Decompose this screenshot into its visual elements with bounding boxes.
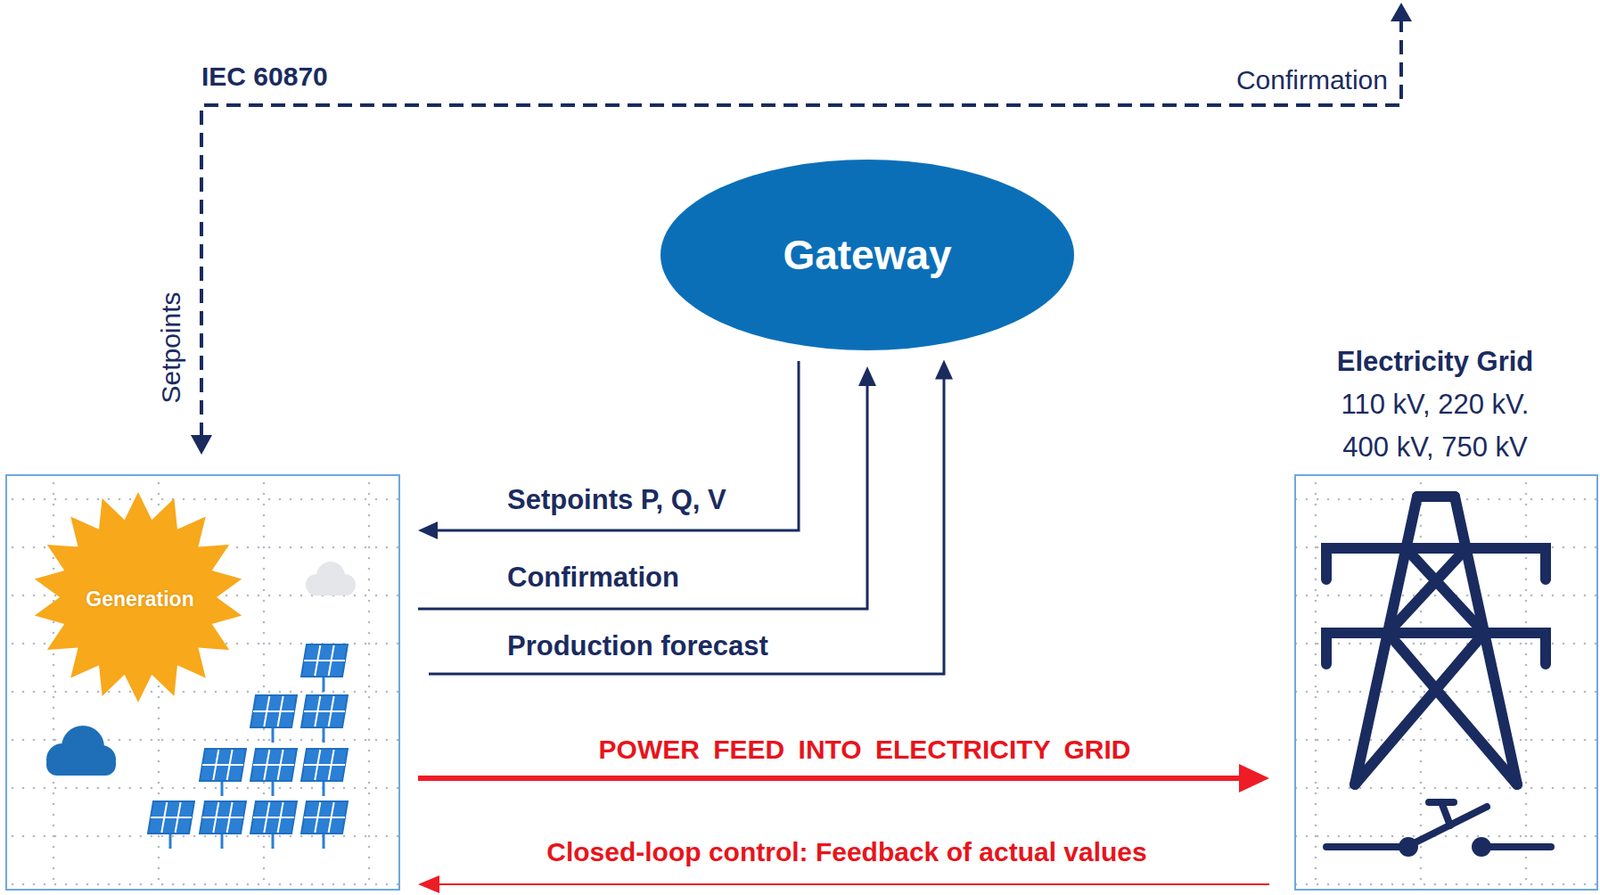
ellipse-fill [660,159,1075,351]
signal-label: Setpoints [155,291,188,403]
connector-line [435,361,799,531]
solar-panel [147,801,195,849]
connector [418,361,799,540]
arrowhead [418,521,438,540]
arrowhead [190,434,213,455]
edge-label: Production forecast [507,630,769,663]
sun-label: Generation [85,587,194,612]
dotted-grid [7,475,399,889]
connector-line [428,377,944,674]
dotted-grid [7,475,1599,889]
dotted-grid [1296,475,1599,889]
voltage-levels: 110 kV, 220 kV. 400 kV, 750 kV [1318,383,1552,469]
solar-panel [199,801,247,849]
solar-panel [301,644,348,692]
cloud-icon [305,561,356,596]
connector [418,875,1270,894]
gateway-ellipse: Gateway [660,159,1075,351]
connector [418,763,1270,793]
protocol-label: IEC 60870 [201,60,329,93]
solar-panel [250,695,297,743]
iec-link [190,2,1412,455]
arrowhead [1238,763,1270,793]
solar-panel [250,801,297,849]
arrowhead [935,359,953,379]
connector-line [437,883,1270,886]
arrowhead [858,366,877,386]
switch-symbol [1326,802,1551,854]
solar-panel [301,801,348,849]
signal-label: Confirmation [1236,64,1388,97]
sun-icon [34,492,242,703]
dotted-grid [1296,475,1599,889]
solar-panels [147,644,348,849]
node-heading-group: Electricity Grid110 kV, 220 kV. 400 kV, … [1301,340,1569,469]
dashed-line [201,21,1402,437]
connector [418,366,877,609]
cloud-icon [46,725,116,776]
solar-panel [250,748,297,796]
arrowhead [418,875,440,894]
node-heading: Electricity Grid [1337,340,1535,384]
edge-label: POWER FEED INTO ELECTRICITY GRID [598,733,1132,766]
connector [428,359,953,674]
solar-panel [301,695,348,743]
voltage-levels: 110 kV, 220 kV. 400 kV, 750 kV [1301,383,1569,469]
edge-label: Closed-loop control: Feedback of actual … [546,836,1147,869]
connector-line [418,775,1241,781]
edge-label: Confirmation [507,561,680,594]
transmission-tower [1326,496,1546,785]
connector-line [418,384,868,609]
solar-panel [199,748,247,796]
node-heading: Electricity Grid [1301,340,1569,384]
solar-panel [301,748,348,796]
node-title: Gateway [782,230,952,279]
dotted-grid [7,475,399,889]
generation-box: Generation [5,474,401,891]
grid-box: Electricity Grid110 kV, 220 kV. 400 kV, … [1294,474,1599,891]
arrowhead [1390,2,1412,22]
edge-label: Setpoints P, Q, V [507,484,727,517]
